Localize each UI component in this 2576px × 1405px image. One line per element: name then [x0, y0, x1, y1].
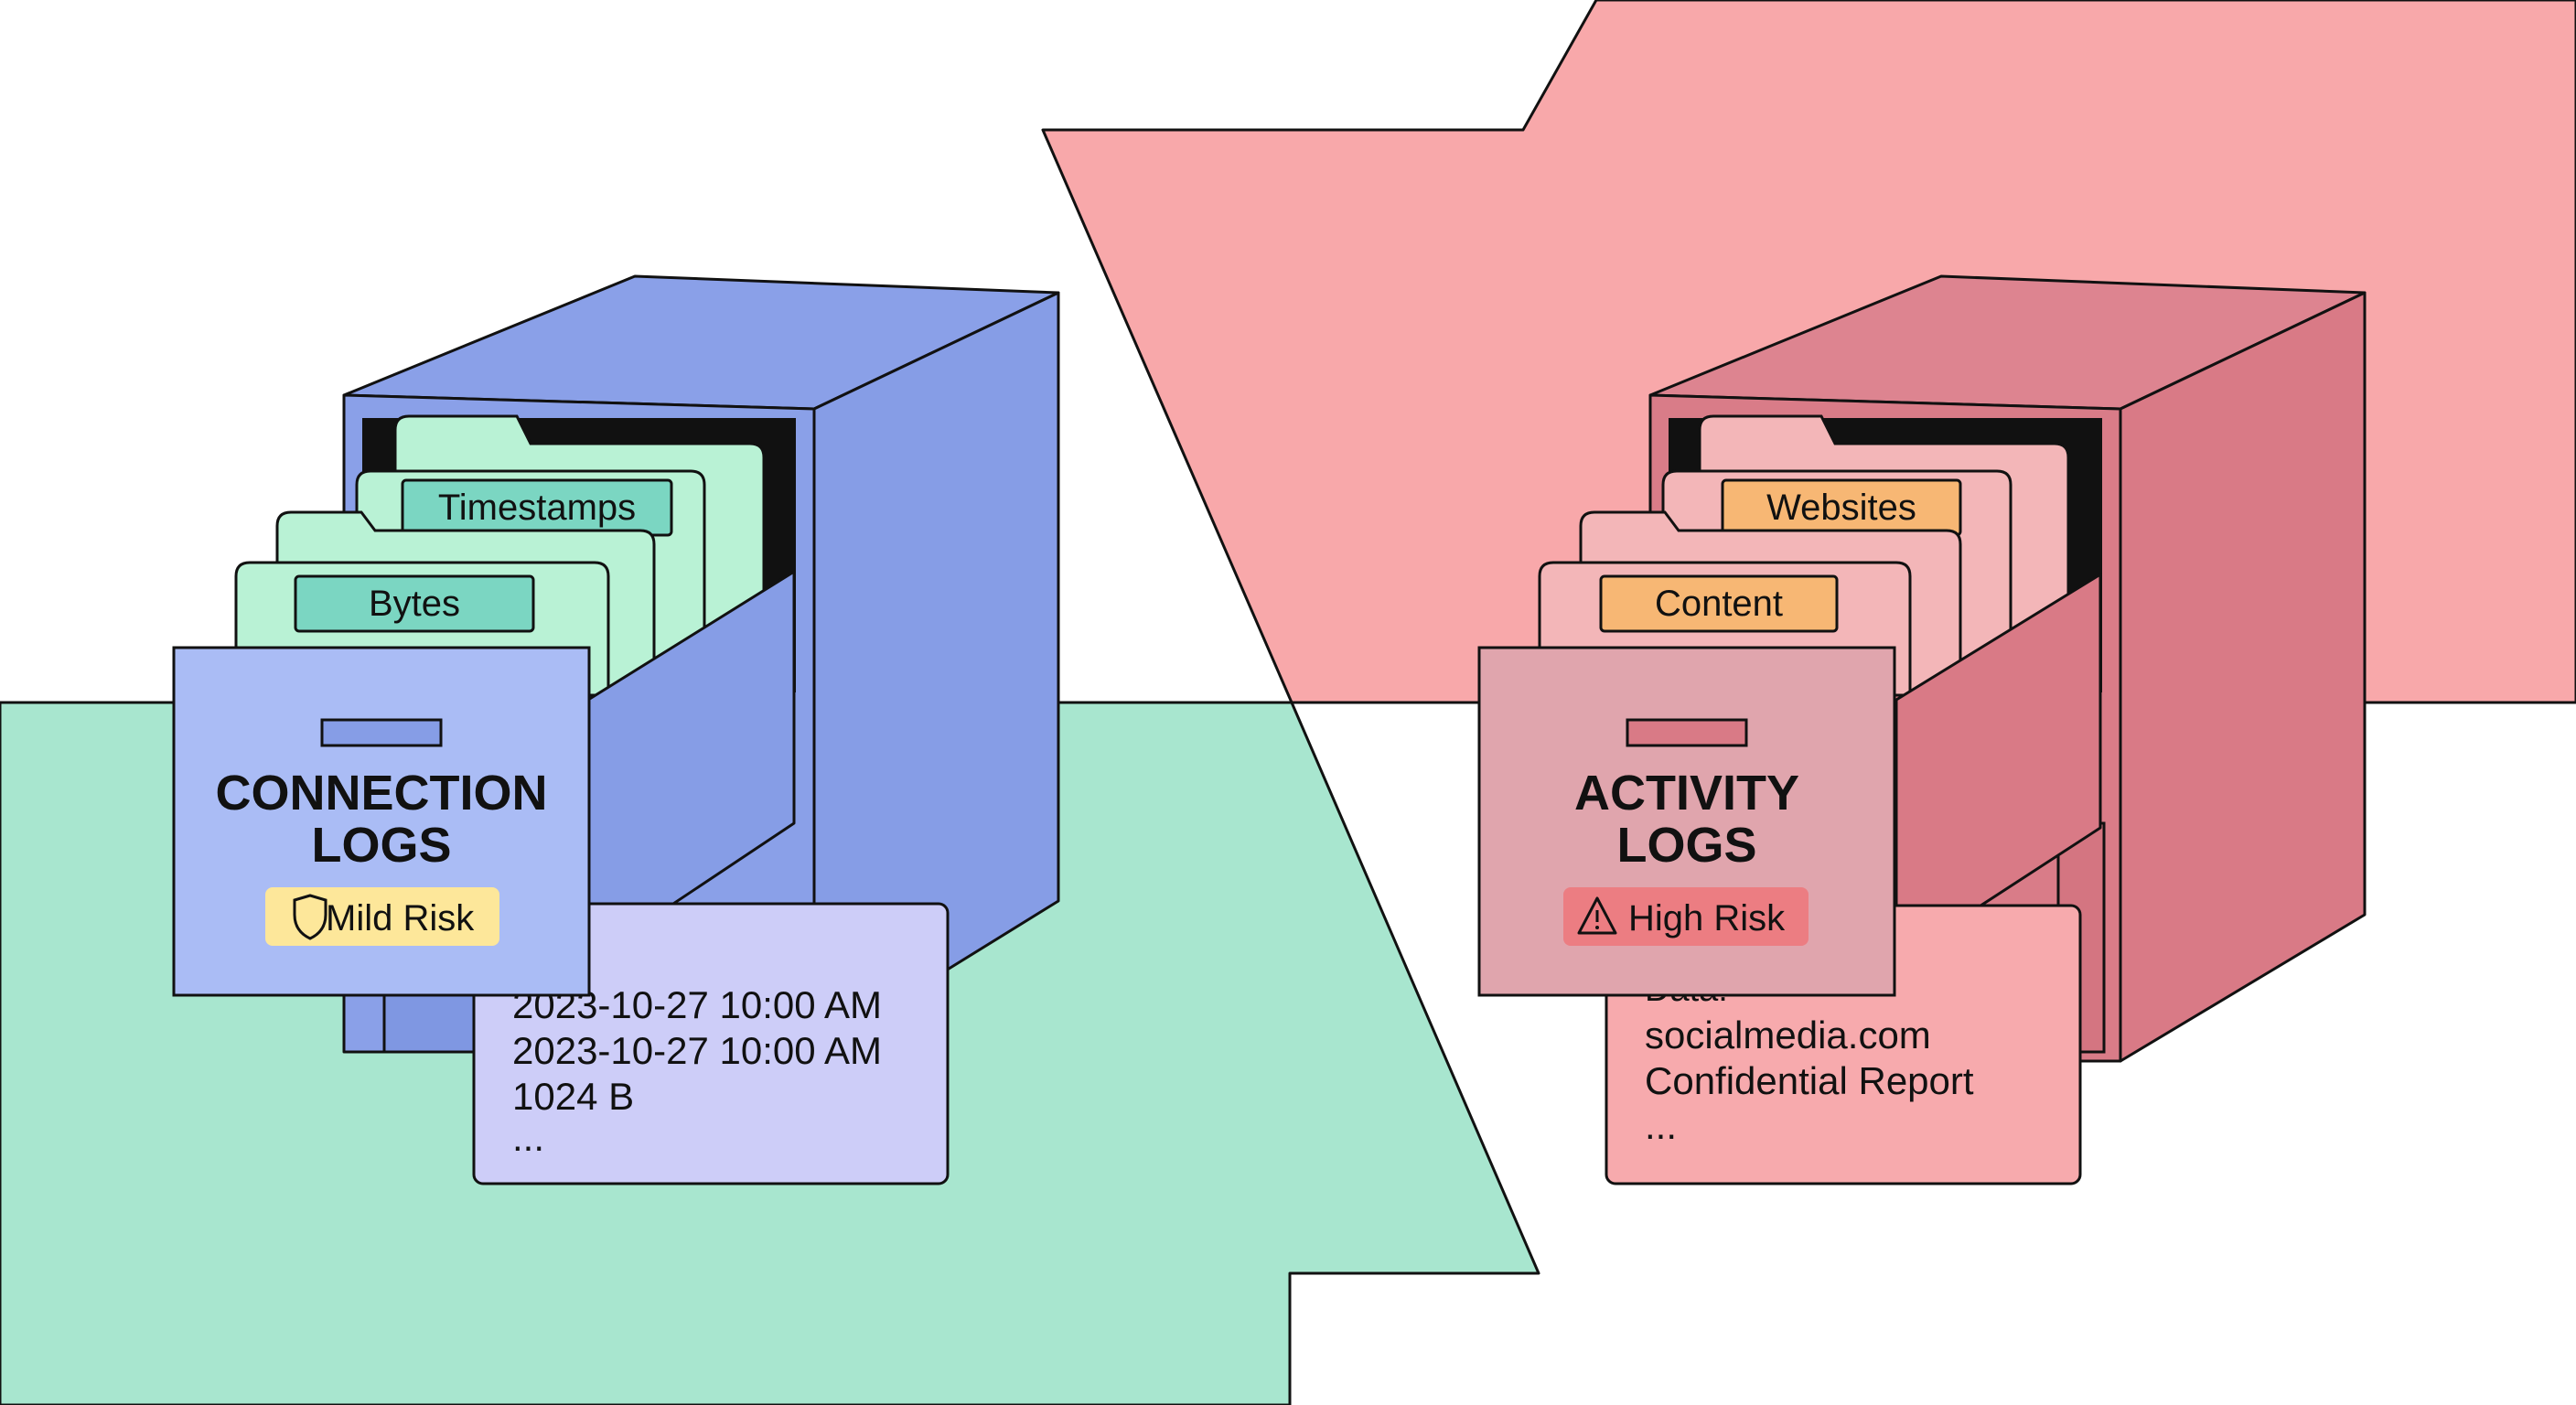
paper-line: socialmedia.com	[1645, 1014, 1931, 1056]
drawer-title: LOGS	[311, 818, 451, 873]
paper-line: Confidential Report	[1645, 1059, 1974, 1102]
risk-badge	[265, 887, 499, 946]
paper-line: ...	[512, 1116, 544, 1159]
risk-label: High Risk	[1628, 898, 1786, 938]
connection-logs-cabinet: Timestamps Bytes a: 2023-10-27 10:00 AM …	[172, 274, 1060, 1185]
drawer-side	[1894, 573, 2102, 962]
drawer-title: ACTIVITY	[1574, 766, 1799, 820]
paper-line: 1024 B	[512, 1075, 634, 1118]
cabinet-side	[2119, 291, 2367, 1063]
activity-logs-cabinet: Websites Content Data: socialmedia.com C…	[1477, 274, 2367, 1185]
warning-dot	[1595, 926, 1599, 929]
paper-line: 2023-10-27 10:00 AM	[512, 1029, 882, 1072]
warning-triangle-icon	[1577, 896, 1617, 935]
drawer-label-panel: CONNECTION LOGS Mild Risk	[172, 646, 591, 997]
risk-label: Mild Risk	[326, 898, 475, 938]
tab-label-content: Content	[1655, 584, 1783, 624]
drawer-label-panel: ACTIVITY LOGS High Risk	[1477, 646, 1896, 997]
folder-tab-content[interactable]	[1599, 574, 1839, 633]
drawer-handle[interactable]	[1626, 718, 1748, 747]
risk-badge	[1563, 887, 1809, 946]
drawer-title: CONNECTION	[216, 766, 548, 820]
drawer-handle[interactable]	[320, 718, 443, 747]
data-paper: a: 2023-10-27 10:00 AM 2023-10-27 10:00 …	[472, 902, 950, 1185]
tab-label-websites: Websites	[1766, 488, 1916, 528]
shield-icon	[293, 894, 327, 940]
drawer-title: LOGS	[1616, 818, 1756, 873]
tab-label-bytes: Bytes	[369, 584, 460, 624]
tab-label-timestamps: Timestamps	[438, 488, 636, 528]
folder-tab-bytes[interactable]	[294, 574, 535, 633]
paper-line: ...	[1645, 1104, 1677, 1147]
